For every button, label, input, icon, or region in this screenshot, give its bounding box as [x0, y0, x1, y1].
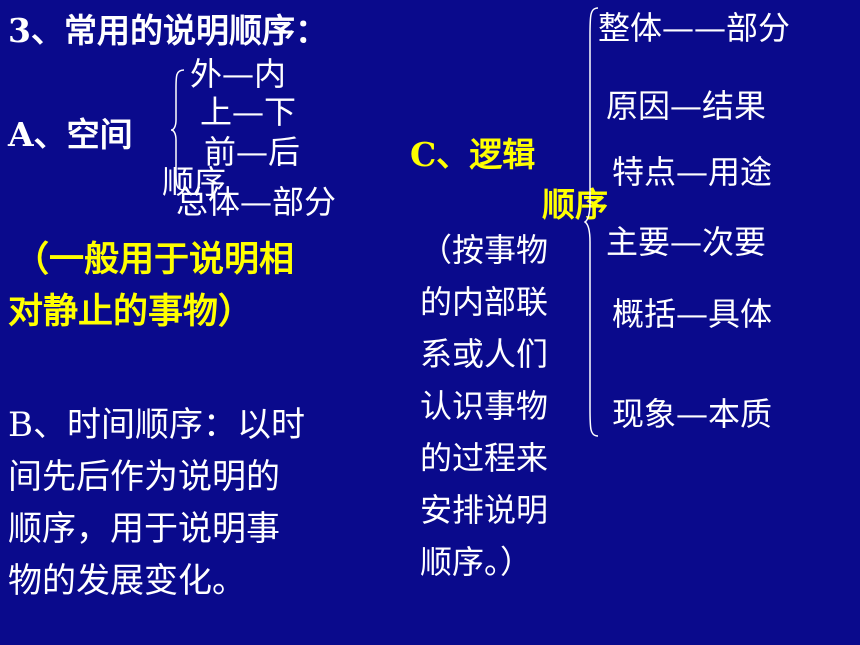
section-a-pair-2: 上—下: [200, 93, 297, 131]
slide-heading: 3、常用的说明顺序：: [8, 11, 328, 50]
section-c-pair-1: 整体——部分: [598, 9, 791, 47]
section-c-note-line-1: （按事物: [420, 231, 549, 269]
section-c-pair-6: 现象—本质: [612, 395, 773, 433]
section-a-pair-1: 外—内: [190, 55, 287, 93]
section-c-pair-4: 主要—次要: [606, 223, 767, 261]
section-b-line-1: B、时间顺序：以时: [8, 405, 305, 445]
section-a-note-line-2: 对静止的事物）: [8, 291, 254, 332]
section-c-note-line-7: 顺序。）: [420, 543, 533, 581]
section-a-label-suffix: 顺序: [162, 163, 227, 201]
section-c-label: C、逻辑: [410, 135, 536, 174]
section-c-note-line-6: 安排说明: [420, 491, 549, 529]
section-a-brace: [170, 69, 185, 191]
section-b-line-2: 间先后作为说明的: [8, 457, 280, 497]
section-c-pair-5: 概括—具体: [612, 295, 773, 333]
section-c-note-line-5: 的过程来: [420, 439, 549, 477]
section-a-note-line-1: （一般用于说明相: [14, 239, 295, 280]
section-c-pair-2: 原因—结果: [606, 87, 767, 125]
section-a-pair-3: 前—后: [204, 133, 301, 171]
section-a-label: A、空间: [8, 115, 133, 154]
section-c-note-line-3: 系或人们: [420, 335, 549, 373]
section-c-note-line-2: 的内部联: [420, 283, 549, 321]
section-c-label-suffix: 顺序: [542, 185, 608, 224]
section-b-line-4: 物的发展变化。: [8, 561, 246, 601]
section-c-note-line-4: 认识事物: [420, 387, 549, 425]
section-a-pair-4: 总体—部分: [176, 183, 337, 221]
section-c-pair-3: 特点—用途: [612, 153, 773, 191]
section-c-brace: [584, 7, 599, 437]
section-b-line-3: 顺序，用于说明事: [8, 509, 280, 549]
